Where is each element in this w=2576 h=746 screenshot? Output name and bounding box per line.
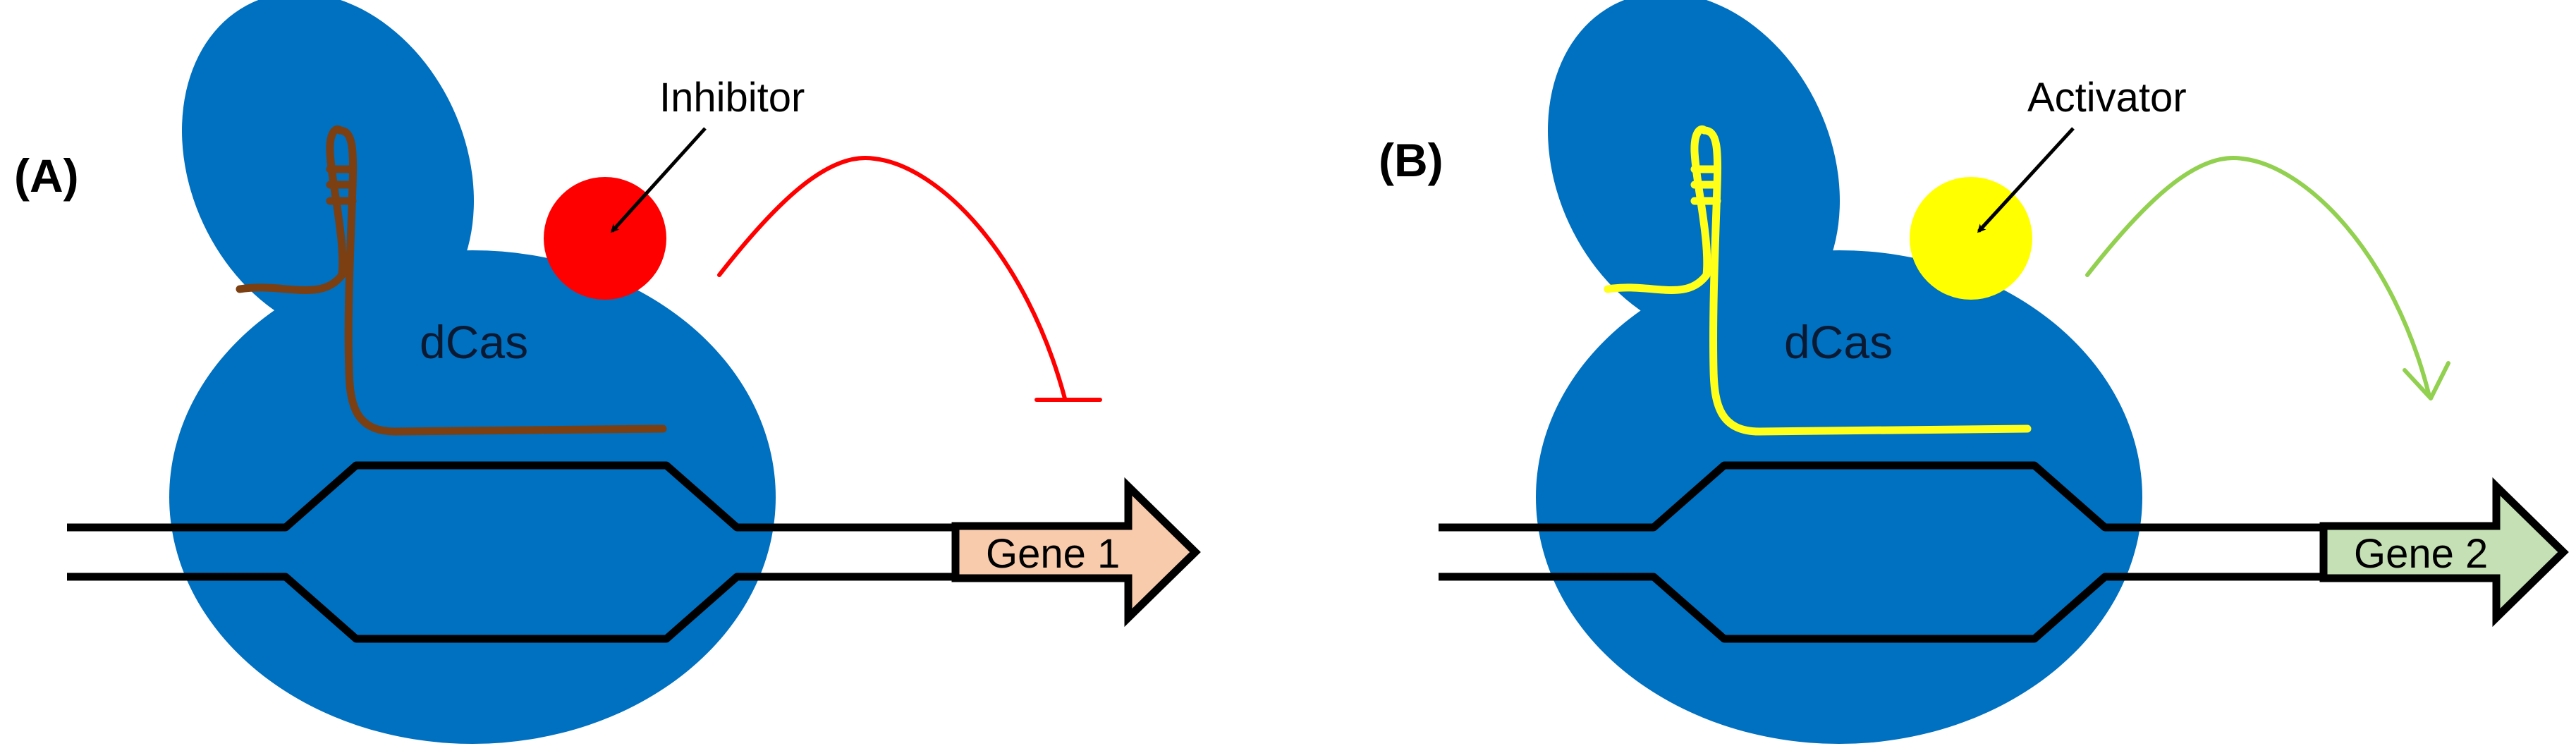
panel-a-gene-label: Gene 1 bbox=[986, 531, 1120, 577]
panel-b-activation-arrow bbox=[2085, 155, 2450, 400]
panel-a-dcas-lobe-lower bbox=[169, 250, 776, 744]
panel-a: (A) dCas Gene 1 Inhibitor bbox=[14, 0, 1201, 744]
panel-b-label: (B) bbox=[1379, 134, 1443, 186]
panel-a-callout-arrow bbox=[610, 127, 707, 233]
panel-a-dcas-label: dCas bbox=[420, 316, 528, 368]
panel-b: (B) dCas Gene 2 Activator bbox=[1379, 0, 2569, 744]
panel-b-callout-arrow bbox=[1977, 127, 2075, 233]
panel-b-guide-rna bbox=[1604, 125, 2032, 436]
panel-b-gene-arrow: Gene 2 bbox=[2319, 477, 2569, 628]
panel-a-gene-arrow: Gene 1 bbox=[951, 477, 1201, 628]
panel-a-dna bbox=[67, 461, 956, 643]
panel-a-effector-label: Inhibitor bbox=[659, 75, 805, 121]
panel-b-dcas-label: dCas bbox=[1784, 316, 1893, 368]
panel-b-dna bbox=[1439, 461, 2324, 643]
panel-b-gene-label: Gene 2 bbox=[2354, 531, 2488, 577]
panel-b-effector-label: Activator bbox=[2027, 75, 2187, 121]
panel-b-dcas-lobe-lower bbox=[1536, 250, 2142, 744]
panel-a-label: (A) bbox=[14, 149, 79, 202]
panel-a-repression-arrow bbox=[717, 155, 1102, 402]
panel-a-guide-rna bbox=[236, 125, 667, 436]
panel-a-inhibitor-circle bbox=[544, 177, 666, 300]
